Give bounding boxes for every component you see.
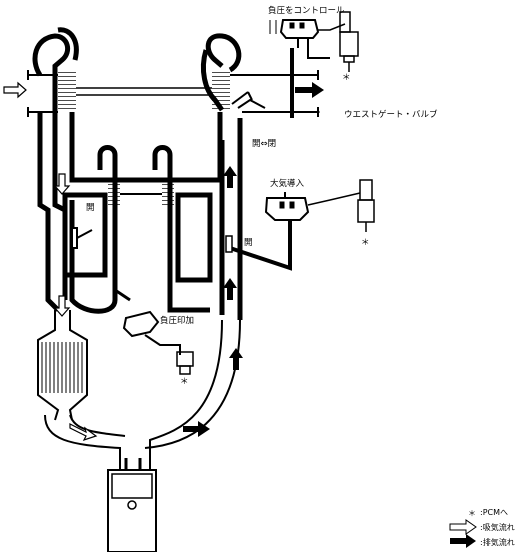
exhaust-arrow-up-3: [229, 348, 243, 370]
intake-flow-arrows: [3, 81, 98, 442]
intake-passage: [37, 112, 223, 314]
label-wastegate-valve: ウエストゲート・バルブ: [344, 109, 438, 120]
label-atmosphere-intake: 大気導入: [270, 178, 305, 189]
legend-intake-text: :吸気流れ: [480, 522, 515, 532]
pressure-control-actuator: [279, 19, 346, 118]
legend-exhaust-text: :排気流れ: [480, 537, 515, 547]
open-valve-marker-1: [225, 235, 233, 253]
legend-intake-arrow: [449, 519, 477, 535]
pressure-applied-actuator: [114, 288, 194, 375]
exhaust-outlet-pipe: [230, 70, 319, 117]
legend-exhaust-arrow: [450, 534, 476, 548]
exhaust-flow-arrows: [183, 82, 324, 437]
label-open-close: 開⇔閉: [252, 139, 276, 149]
compressor-wheel: [58, 72, 76, 112]
label-open-2: 開: [244, 238, 253, 248]
pcm-mark-lower: ＊: [180, 377, 189, 387]
legend: ＊ :PCMへ :吸気流れ :排気流れ: [449, 508, 515, 548]
secondary-turbine-wheel: [162, 182, 174, 206]
label-open-1: 開: [86, 203, 95, 213]
bypass-valve-block: [62, 192, 108, 278]
intake-arrow-down-1: [53, 173, 71, 195]
exhaust-arrow-right: [183, 421, 210, 437]
catalytic-converter: [37, 310, 88, 421]
label-negative-pressure-applied: 負圧印加: [160, 315, 194, 326]
intake-inlet-pipe: [27, 70, 58, 117]
exhaust-arrow-outlet: [295, 82, 324, 98]
pcm-connector-mid: [357, 179, 375, 232]
exhaust-arrow-up-2: [223, 278, 237, 300]
pcm-connector-top: [339, 11, 359, 72]
pcm-mark-top: ＊: [342, 73, 351, 83]
intake-arrow-inlet: [3, 81, 27, 99]
legend-pcm-mark: ＊: [468, 509, 476, 518]
wastegate-motion-arrows: [269, 20, 277, 34]
turbo-shaft: [76, 87, 212, 96]
turbine-wheel: [212, 72, 230, 112]
bypass-valve-flap: [71, 227, 93, 249]
intake-arrow-down-2: [53, 295, 71, 317]
pcm-mark-mid: ＊: [361, 238, 370, 248]
exhaust-branch-block: [175, 118, 243, 320]
legend-pcm-text: :PCMへ: [480, 508, 508, 517]
engine-cylinder: [107, 458, 157, 552]
wastegate-valve: [231, 91, 320, 113]
atmosphere-actuator: [229, 192, 361, 271]
exhaust-arrow-up-1: [223, 166, 237, 188]
intake-arrow-diag: [69, 423, 98, 442]
label-negative-pressure-control: 負圧をコントロール: [268, 5, 345, 16]
secondary-compressor-wheel: [108, 182, 120, 206]
compressor-housing-left: [32, 27, 79, 300]
